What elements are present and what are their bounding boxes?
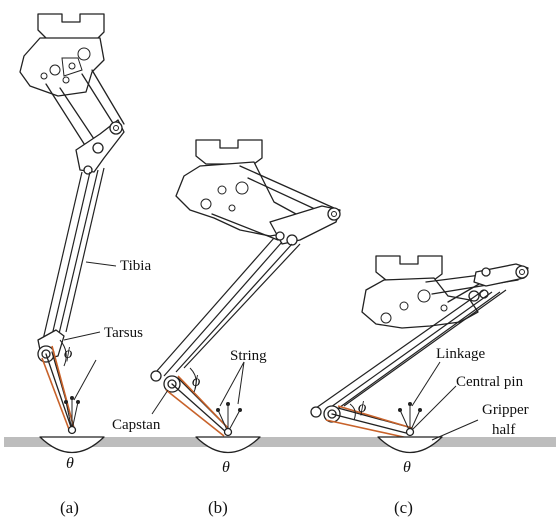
caption-panel-c: (c): [394, 498, 413, 517]
label-tarsus: Tarsus: [104, 325, 143, 341]
label-gripper-line2: half: [492, 422, 515, 438]
label-string: String: [230, 348, 267, 364]
panel-c-leg: [310, 255, 529, 453]
label-phi-b: ϕ: [192, 373, 200, 390]
ground-surface: [4, 437, 556, 447]
panel-b-leg: [150, 139, 341, 453]
label-capstan: Capstan: [112, 417, 161, 433]
label-phi-c: ϕ: [358, 399, 366, 416]
caption-panel-a: (a): [60, 498, 79, 517]
caption-panel-b: (b): [208, 498, 228, 517]
label-phi-a: ϕ: [64, 345, 72, 362]
panel-a-leg: [19, 13, 125, 453]
label-gripper-line1: Gripper: [482, 402, 529, 418]
label-tibia: Tibia: [120, 258, 151, 274]
label-theta-c: θ: [403, 459, 411, 476]
label-central-pin: Central pin: [456, 374, 524, 390]
label-theta-b: θ: [222, 459, 230, 476]
label-theta-a: θ: [66, 455, 74, 472]
label-linkage: Linkage: [436, 346, 485, 362]
